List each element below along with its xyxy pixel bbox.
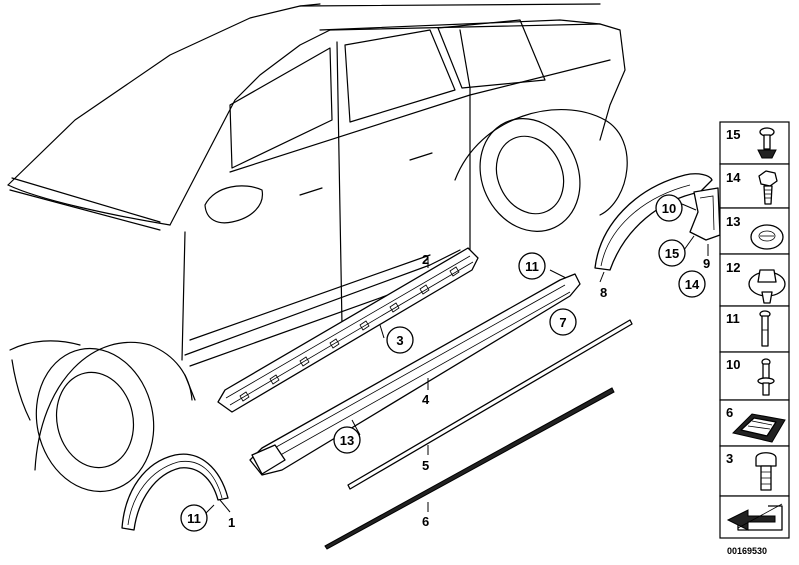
parts-legend: 15 14 13 12 11 (719, 121, 790, 539)
mounting-block-icon (732, 413, 786, 443)
callout-11-top: 11 (518, 252, 546, 280)
svg-text:10: 10 (662, 201, 676, 216)
legend-item-11: 11 (726, 311, 740, 326)
callout-13: 13 (333, 426, 361, 454)
leader-lines (204, 203, 709, 515)
legend-item-15: 15 (726, 127, 740, 142)
callout-1: 1 (228, 515, 235, 530)
rivet-icon (757, 358, 775, 396)
legend-item-10: 10 (726, 357, 740, 372)
callout-3: 3 (386, 326, 414, 354)
hex-screw-icon (758, 170, 778, 205)
callout-11-bottom: 11 (180, 504, 208, 532)
part-mud-flap (689, 187, 721, 241)
callout-15: 15 (658, 239, 686, 267)
part-trim-strip-upper (347, 319, 633, 490)
callout-9: 9 (703, 256, 710, 271)
blind-rivet-icon (759, 310, 771, 347)
callout-10: 10 (655, 194, 683, 222)
clip-icon (748, 269, 786, 304)
svg-text:7: 7 (559, 315, 566, 330)
svg-text:14: 14 (685, 277, 700, 292)
arrow-icon (726, 503, 783, 531)
legend-item-12: 12 (726, 260, 740, 275)
svg-text:13: 13 (340, 433, 354, 448)
svg-text:15: 15 (665, 246, 679, 261)
legend-item-6: 6 (726, 405, 733, 420)
part-support-rail (217, 247, 479, 413)
part-side-sill-panel (249, 273, 581, 476)
diagram-reference-number: 00169530 (727, 546, 767, 556)
svg-text:11: 11 (187, 511, 201, 526)
expansion-nut-icon (750, 224, 784, 250)
svg-text:3: 3 (396, 333, 403, 348)
legend-item-14: 14 (726, 170, 741, 185)
callout-14: 14 (678, 270, 706, 298)
part-wheel-arch-trim-rear (594, 173, 713, 271)
legend-item-13: 13 (726, 214, 740, 229)
callout-7: 7 (549, 308, 577, 336)
part-trim-strip-lower (324, 387, 615, 550)
legend-item-3: 3 (726, 451, 733, 466)
callout-5: 5 (422, 458, 429, 473)
vehicle-outline (7, 3, 628, 493)
callout-8: 8 (600, 285, 607, 300)
push-rivet-icon (757, 127, 777, 159)
svg-text:11: 11 (525, 259, 539, 274)
callout-2: 2 (422, 252, 429, 267)
callout-6: 6 (422, 514, 429, 529)
bolt-icon (755, 452, 777, 491)
part-wheel-arch-trim-front (121, 453, 229, 531)
callout-4: 4 (422, 392, 430, 407)
